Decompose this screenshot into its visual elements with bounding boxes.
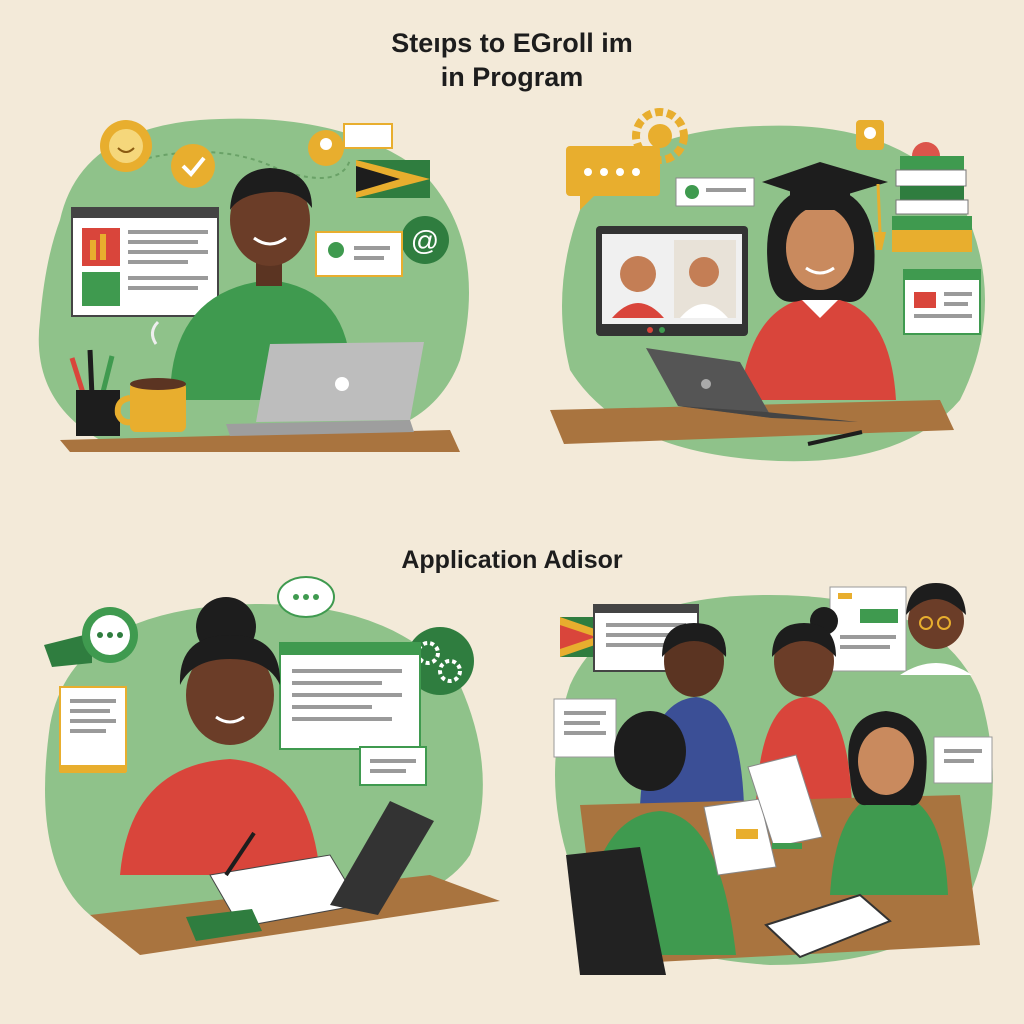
tablet-icon [330, 801, 434, 915]
note-card-icon [359, 746, 427, 786]
scene-group-advisor-meeting [540, 575, 1024, 995]
person-front-right [830, 711, 948, 895]
chat-card-icon [933, 736, 993, 784]
graduation-cap-icon [762, 162, 888, 250]
gear-icon [632, 108, 688, 164]
chat-bubble-icon [566, 146, 660, 210]
at-sign-icon: @ [401, 216, 449, 264]
smile-icon [100, 120, 152, 172]
page-title-line-1: Steıps to EGroll im [391, 28, 633, 58]
section-label: Application Adisor [401, 546, 623, 574]
browser-window-icon [71, 207, 219, 317]
book-stack-icon [892, 156, 972, 252]
speech-bubble-icon [277, 576, 335, 618]
scene-student-filling-form [30, 575, 542, 995]
page-title-line-2: in Program [440, 62, 584, 92]
check-badge-icon [171, 144, 215, 188]
notebook-icon [186, 909, 262, 941]
profile-card-icon [315, 231, 403, 277]
chat-bubble-icon [82, 607, 138, 663]
laptop-icon [646, 348, 858, 422]
flag-icon [356, 160, 430, 198]
browser-window-icon [279, 642, 421, 750]
graduate-figure [740, 186, 896, 400]
chair-icon [566, 847, 666, 975]
document-icon [553, 698, 617, 758]
svg-text:@: @ [411, 225, 439, 256]
coffee-mug-icon [114, 320, 186, 432]
document-icon [59, 686, 127, 773]
student-figure [120, 597, 320, 875]
laptop-icon [226, 342, 424, 436]
pen-icon [807, 430, 863, 446]
tablet-document [764, 893, 892, 959]
desk [60, 430, 460, 452]
flag-icon [44, 633, 92, 667]
pencil-cup-icon [69, 349, 120, 436]
user-chat-icon [308, 123, 393, 166]
scene-graduate-video-call [540, 100, 1024, 520]
video-call-screen-icon [596, 226, 748, 336]
message-card-icon [675, 177, 755, 207]
document-icon [903, 269, 981, 335]
paper-stack-icon [703, 754, 823, 876]
scene-student-laptop: @ [20, 100, 532, 520]
advisor-card [829, 583, 972, 675]
